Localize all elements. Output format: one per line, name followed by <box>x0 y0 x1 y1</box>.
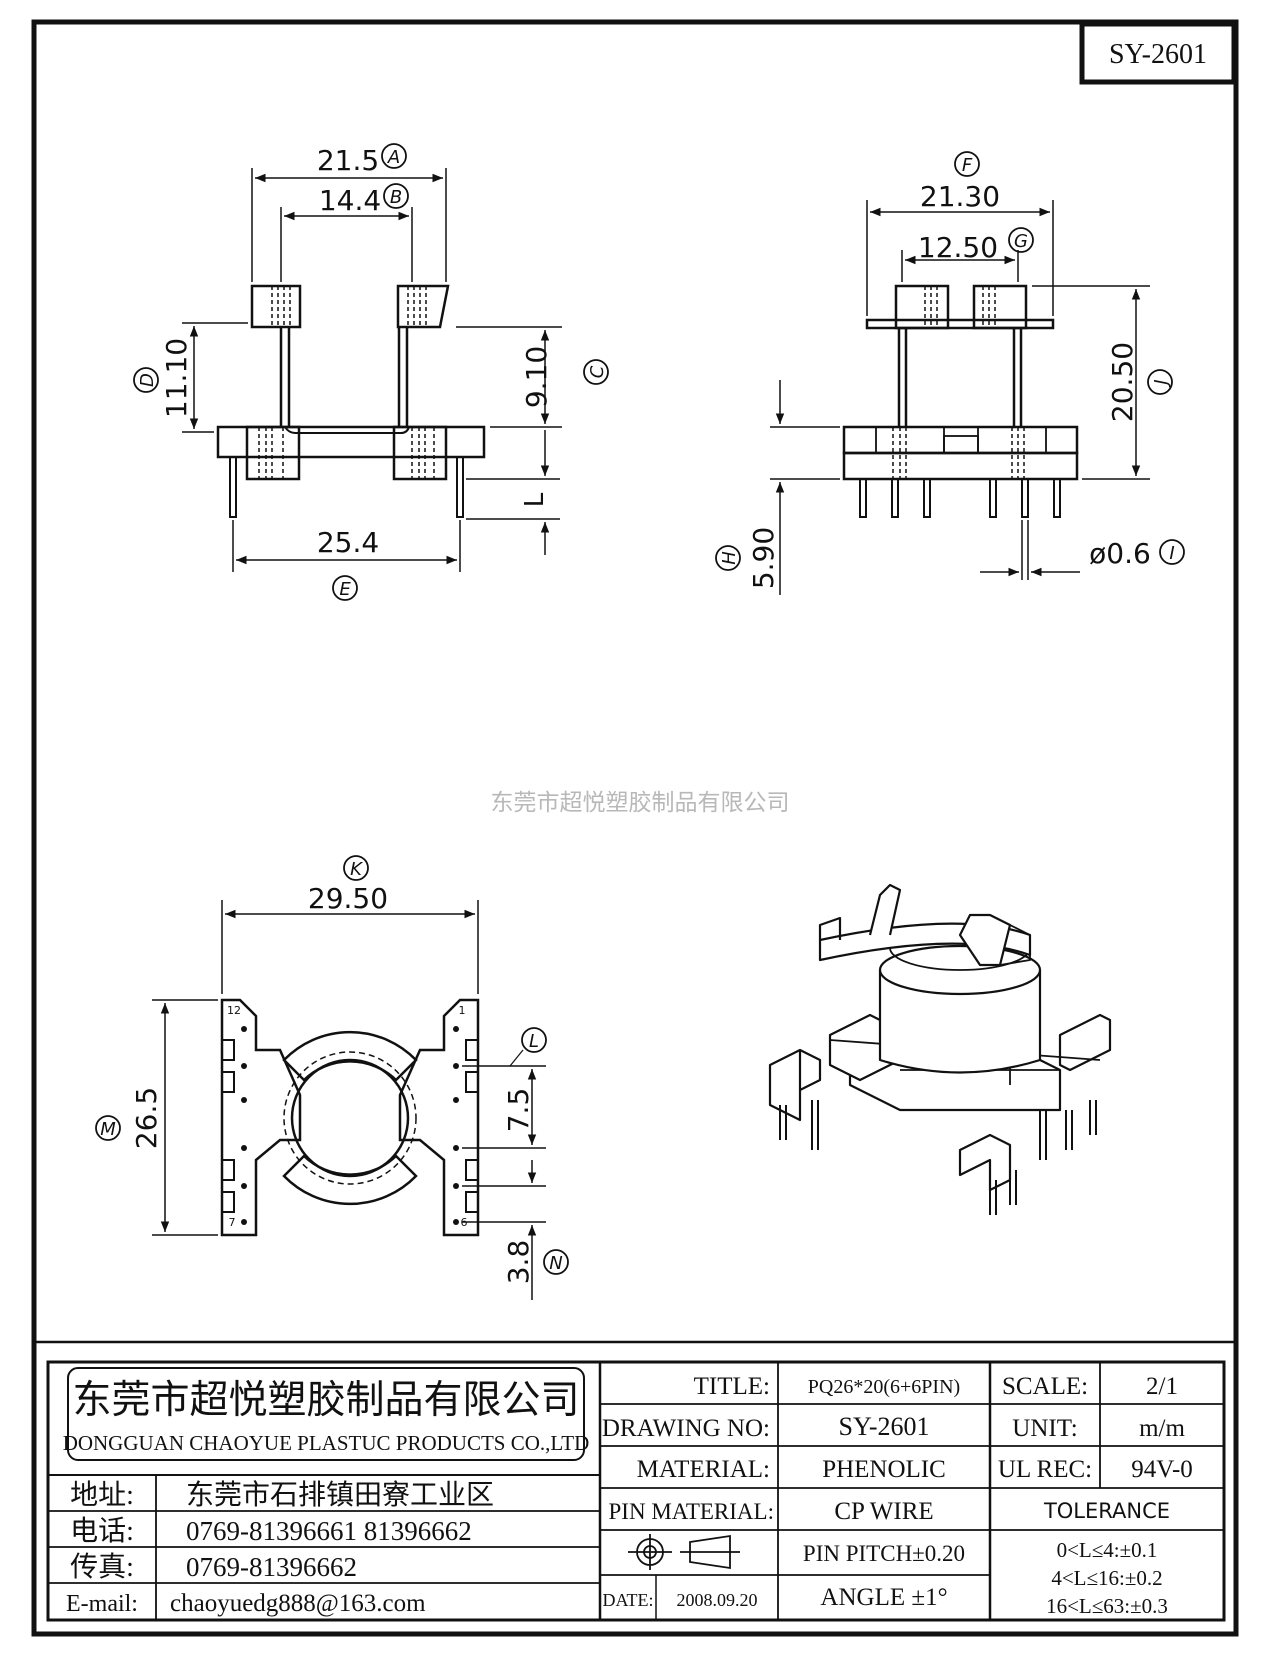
dim-c-balloon <box>583 359 609 385</box>
dim-j-label: J <box>1151 379 1172 387</box>
pin-7-label: 7 <box>229 1216 236 1229</box>
dim-k-balloon <box>343 855 369 881</box>
dim-i-label: I <box>1169 543 1174 564</box>
date-label: DATE: <box>603 1590 654 1610</box>
title-block-lines <box>36 1340 1234 1622</box>
company-name-cn: 东莞市超悦塑胶制品有限公司 <box>72 1379 579 1422</box>
drawing-no-label: DRAWING NO: <box>602 1415 770 1442</box>
watermark-text: 东莞市超悦塑胶制品有限公司 <box>491 790 790 816</box>
bottom-view-dimensions <box>152 900 546 1300</box>
scale-value: 2/1 <box>1146 1373 1178 1400</box>
front-view-labels: 21.5 A 14.4 B 11.10 D 9.10 C L 25.4 E <box>133 143 609 601</box>
dim-f-balloon <box>954 151 980 177</box>
dim-k-value: 29.50 <box>308 882 388 915</box>
pin-12-label: 12 <box>227 1004 241 1017</box>
scale-label: SCALE: <box>1002 1373 1088 1400</box>
dim-h-balloon <box>715 545 741 571</box>
dim-g-label: G <box>1014 231 1028 252</box>
dim-e-value: 25.4 <box>317 526 379 559</box>
dim-d-balloon <box>133 367 159 393</box>
dim-g-balloon <box>1008 227 1034 253</box>
dim-h-value: 5.90 <box>747 527 780 589</box>
bottom-view <box>220 998 480 1237</box>
dim-c-label: C <box>587 365 608 378</box>
side-view-dimensions <box>770 200 1150 595</box>
company-name-en: DONGGUAN CHAOYUE PLASTUC PRODUCTS CO.,LT… <box>63 1431 590 1455</box>
unit-value: m/m <box>1139 1415 1185 1442</box>
dim-l-balloon-label: L <box>529 1031 539 1052</box>
address-label: 地址: <box>70 1479 134 1511</box>
dim-k-label: K <box>350 859 363 880</box>
sheet-border <box>31 19 1239 1637</box>
date-value: 2008.09.20 <box>677 1590 758 1610</box>
dim-e-balloon <box>332 575 358 601</box>
tolerance-row-1: 0<L≤4:±0.1 <box>1057 1538 1158 1562</box>
dim-n-value: 3.8 <box>502 1240 535 1285</box>
dim-d-label: D <box>137 373 158 387</box>
dim-l-label: L <box>520 492 550 507</box>
dim-j-value: 20.50 <box>1106 342 1139 422</box>
pin-1-label: 1 <box>459 1004 466 1017</box>
title-label: TITLE: <box>694 1373 770 1400</box>
address-value: 东莞市石排镇田寮工业区 <box>186 1479 494 1511</box>
dim-e-label: E <box>339 579 351 600</box>
dim-a-balloon <box>381 143 407 169</box>
ul-label: UL REC: <box>998 1456 1092 1483</box>
dim-d-value: 11.10 <box>160 338 193 418</box>
dim-j-balloon <box>1147 369 1173 395</box>
material-value: PHENOLIC <box>822 1456 946 1483</box>
drawing-number-box <box>1079 21 1237 85</box>
front-view-dimensions <box>182 168 562 572</box>
dim-n-balloon <box>543 1249 569 1275</box>
pin-material-value: CP WIRE <box>834 1498 933 1525</box>
dim-a-label: A <box>387 147 400 168</box>
dim-h-label: H <box>719 551 740 565</box>
side-view <box>842 284 1079 518</box>
dim-m-label: M <box>100 1119 116 1140</box>
material-label: MATERIAL: <box>637 1456 770 1483</box>
phone-value: 0769-81396661 81396662 <box>186 1516 472 1546</box>
dim-b-value: 14.4 <box>319 184 381 217</box>
tolerance-label: TOLERANCE <box>1043 1499 1170 1523</box>
title-block-text: 东莞市超悦塑胶制品有限公司 DONGGUAN CHAOYUE PLASTUC P… <box>63 1373 1193 1618</box>
dim-i-balloon <box>1159 539 1185 565</box>
dim-a-value: 21.5 <box>317 144 379 177</box>
dim-m-balloon <box>95 1115 121 1141</box>
projection-symbol-icon <box>628 1534 740 1570</box>
pin-pitch: PIN PITCH±0.20 <box>803 1541 965 1566</box>
dim-c-value: 9.10 <box>520 346 553 408</box>
dim-b-label: B <box>390 187 402 208</box>
ul-value: 94V-0 <box>1131 1456 1193 1483</box>
dim-b-balloon <box>383 183 409 209</box>
bottom-view-pin-numbers: 12 1 7 6 <box>227 1004 468 1229</box>
email-value: chaoyuedg888@163.com <box>170 1590 426 1617</box>
dim-f-label: F <box>962 155 973 176</box>
side-view-labels: F 21.30 12.50 G 20.50 J H 5.90 ø0.6 I <box>715 151 1185 589</box>
fax-label: 传真: <box>70 1551 134 1583</box>
tolerance-row-3: 16<L≤63:±0.3 <box>1046 1594 1168 1618</box>
title-value: PQ26*20(6+6PIN) <box>808 1376 960 1398</box>
drawing-number-box-text: SY-2601 <box>1109 39 1207 70</box>
bottom-view-labels: K 29.50 M 26.5 L 7.5 3.8 N <box>95 855 569 1285</box>
dim-n-label: N <box>549 1253 562 1274</box>
dim-m-value: 26.5 <box>130 1087 163 1149</box>
tolerance-row-2: 4<L≤16:±0.2 <box>1051 1566 1162 1590</box>
dim-i-value: ø0.6 <box>1089 537 1151 570</box>
unit-label: UNIT: <box>1012 1415 1077 1442</box>
fax-value: 0769-81396662 <box>186 1552 357 1582</box>
dim-l-value: 7.5 <box>502 1088 535 1133</box>
angle-value: ANGLE ±1° <box>820 1584 947 1611</box>
pin-material-label: PIN MATERIAL: <box>609 1499 774 1524</box>
dim-f-value: 21.30 <box>920 180 1000 213</box>
email-label: E-mail: <box>66 1591 138 1617</box>
dim-l-balloon <box>521 1027 547 1053</box>
front-view <box>216 284 486 518</box>
phone-label: 电话: <box>70 1515 134 1547</box>
isometric-view <box>768 883 1112 1215</box>
dim-g-value: 12.50 <box>918 231 998 264</box>
drawing-no-value: SY-2601 <box>838 1412 929 1441</box>
